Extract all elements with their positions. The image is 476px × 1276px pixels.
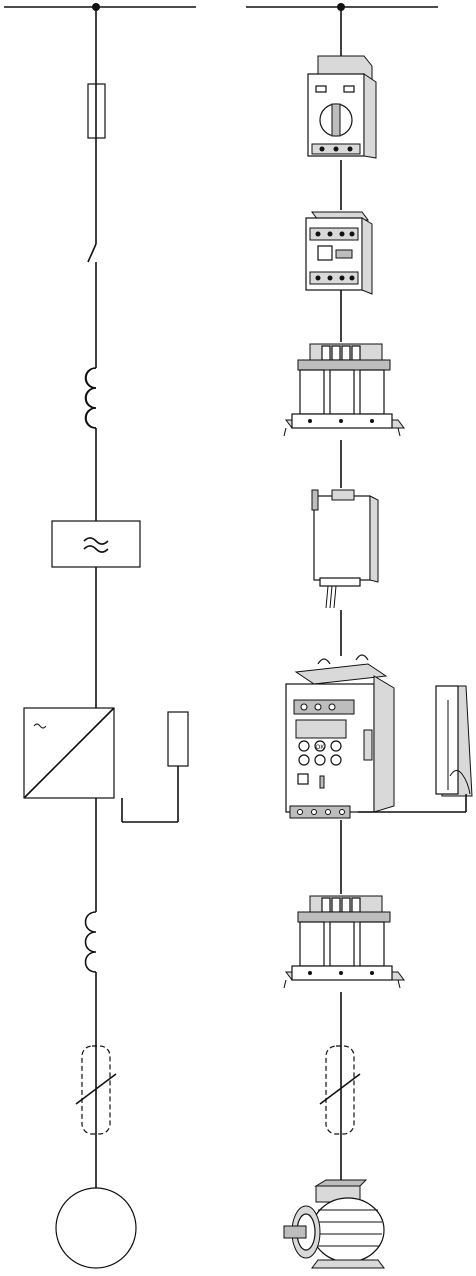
variable-frequency-drive: OK [286,655,394,818]
motor-symbol [56,1188,136,1268]
switch-contact-symbol [88,244,96,262]
schematic-column [4,3,196,1268]
shielded-motor-cable [320,1046,360,1134]
emc-filter-symbol [52,521,140,567]
motor-reactor-coil-symbol [86,912,97,972]
radio-interference-filter [312,490,378,608]
keypad-ok-label: OK [316,745,325,751]
pictorial-column: OK [246,3,472,1268]
three-phase-motor [284,1180,384,1268]
drive-display [296,720,346,738]
motor-reactor [284,896,404,988]
line-reactor [284,344,404,436]
contactor [306,212,372,294]
coil-windings [86,368,97,428]
line-reactor-coil-symbol [86,368,96,428]
braking-resistor-symbol [168,712,188,766]
motor-protective-circuit-breaker [308,56,376,158]
